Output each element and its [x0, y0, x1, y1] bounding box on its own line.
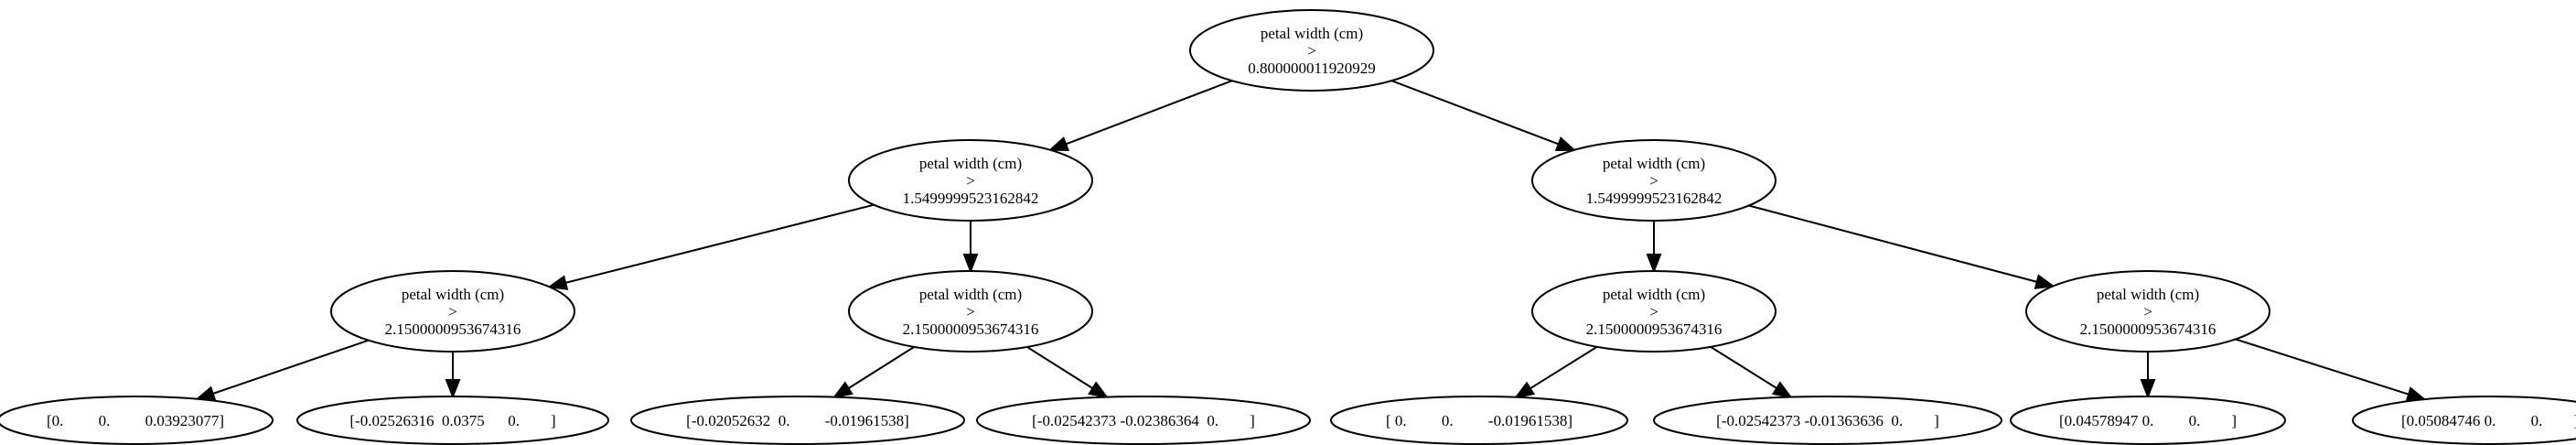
edge-line [212, 339, 370, 395]
leaf-value-label: [0. 0. 0.03923077] [47, 412, 224, 429]
split-node-root: petal width (cm)>0.800000011920929 [1189, 9, 1434, 92]
tree-edge-rl-to-rlr [1710, 346, 1793, 399]
leaf-value-label: [-0.02052632 0. -0.01961538] [686, 412, 909, 429]
leaf-node-lrr: [-0.02542373 -0.02386364 0. ] [976, 396, 1311, 445]
arrowhead-icon [1514, 381, 1536, 399]
threshold-value: 0.800000011920929 [1248, 60, 1376, 77]
leaf-value-label: [0.04578947 0. 0. ] [2059, 412, 2237, 429]
tree-edge-r-to-rl [1646, 221, 1662, 274]
edge-line [2235, 338, 2410, 396]
comparison-operator: > [1649, 303, 1658, 320]
leaf-value-label: [ 0. 0. -0.01961538] [1386, 412, 1572, 429]
split-node-l: petal width (cm)>1.5499999523162842 [848, 139, 1093, 222]
feature-label: petal width (cm) [1603, 286, 1705, 303]
tree-nodes: petal width (cm)>0.800000011920929petal … [0, 9, 2576, 445]
threshold-value: 2.1500000953674316 [2080, 320, 2216, 338]
split-node-rl: petal width (cm)>2.1500000953674316 [1531, 270, 1776, 353]
node-ellipse [1189, 9, 1434, 92]
feature-label: petal width (cm) [1261, 25, 1363, 42]
split-node-rr: petal width (cm)>2.1500000953674316 [2025, 270, 2270, 353]
node-ellipse [2025, 270, 2270, 353]
arrowhead-icon [962, 254, 979, 274]
leaf-value-label: [-0.02542373 -0.02386364 0. ] [1032, 412, 1255, 429]
arrowhead-icon [2034, 274, 2055, 289]
edge-line [847, 346, 915, 389]
arrowhead-icon [1646, 254, 1662, 274]
tree-edge-rr-to-rrl [2140, 352, 2156, 399]
arrowhead-icon [547, 275, 569, 290]
split-node-lr: petal width (cm)>2.1500000953674316 [848, 270, 1093, 353]
feature-label: petal width (cm) [919, 155, 1022, 172]
node-ellipse [0, 396, 274, 445]
node-ellipse [2010, 396, 2286, 445]
node-ellipse [848, 139, 1093, 222]
threshold-value: 1.5499999523162842 [903, 190, 1039, 207]
arrowhead-icon [1047, 136, 1070, 151]
feature-label: petal width (cm) [2097, 286, 2199, 303]
leaf-node-rll: [ 0. 0. -0.01961538] [1330, 396, 1628, 445]
leaf-node-rrl: [0.04578947 0. 0. ] [2010, 396, 2286, 445]
leaf-node-lll: [0. 0. 0.03923077] [0, 396, 274, 445]
edge-line [1391, 80, 1560, 146]
arrowhead-icon [1771, 381, 1793, 399]
node-ellipse [1531, 139, 1776, 222]
tree-edge-l-to-lr [962, 221, 979, 274]
node-ellipse [330, 270, 575, 353]
comparison-operator: > [448, 303, 457, 320]
feature-label: petal width (cm) [402, 286, 504, 303]
leaf-node-rlr: [-0.02542373 -0.01363636 0. ] [1653, 396, 2002, 445]
node-ellipse [630, 396, 965, 445]
feature-label: petal width (cm) [919, 286, 1022, 303]
node-ellipse [1330, 396, 1628, 445]
arrowhead-icon [2140, 379, 2156, 399]
edge-line [1026, 346, 1094, 389]
arrowhead-icon [445, 379, 461, 399]
leaf-value-label: [-0.02526316 0.0375 0. ] [349, 412, 555, 429]
tree-edge-root-to-r [1391, 80, 1577, 152]
leaf-value-label: [0.05084746 0. 0. ] [2401, 412, 2576, 429]
node-ellipse [848, 270, 1093, 353]
arrowhead-icon [1088, 381, 1110, 399]
edge-line [1530, 346, 1598, 390]
comparison-operator: > [1307, 42, 1316, 60]
tree-edge-ll-to-llr [445, 352, 461, 399]
tree-edge-rl-to-rll [1514, 346, 1598, 399]
tree-edge-lr-to-lrr [1026, 346, 1110, 399]
edge-line [1710, 346, 1777, 389]
node-ellipse [1531, 270, 1776, 353]
comparison-operator: > [2143, 303, 2152, 320]
node-ellipse [1653, 396, 2002, 445]
tree-edge-lr-to-lrl [832, 346, 915, 399]
leaf-value-label: [-0.02542373 -0.01363636 0. ] [1716, 412, 1939, 429]
tree-edge-ll-to-lll [195, 339, 370, 401]
leaf-node-lrl: [-0.02052632 0. -0.01961538] [630, 396, 965, 445]
node-ellipse [296, 396, 609, 445]
leaf-node-rrr: [0.05084746 0. 0. ] [2352, 396, 2576, 445]
tree-edge-l-to-ll [547, 203, 875, 290]
threshold-value: 1.5499999523162842 [1586, 190, 1723, 207]
node-ellipse [2352, 396, 2576, 445]
comparison-operator: > [966, 303, 975, 320]
threshold-value: 2.1500000953674316 [385, 320, 521, 338]
split-node-r: petal width (cm)>1.5499999523162842 [1531, 139, 1776, 222]
edge-line [1748, 204, 2038, 283]
tree-edge-r-to-rr [1748, 204, 2055, 289]
edge-line [564, 203, 875, 284]
split-node-ll: petal width (cm)>2.1500000953674316 [330, 270, 575, 353]
threshold-value: 2.1500000953674316 [903, 320, 1039, 338]
feature-label: petal width (cm) [1603, 155, 1705, 172]
comparison-operator: > [1649, 172, 1658, 190]
leaf-node-llr: [-0.02526316 0.0375 0. ] [296, 396, 609, 445]
comparison-operator: > [966, 172, 975, 190]
tree-edge-root-to-l [1047, 80, 1233, 151]
arrowhead-icon [195, 385, 217, 401]
arrowhead-icon [832, 381, 853, 399]
threshold-value: 2.1500000953674316 [1586, 320, 1723, 338]
arrowhead-icon [1554, 136, 1577, 152]
node-ellipse [976, 396, 1311, 445]
tree-edges [195, 80, 2427, 402]
edge-line [1065, 80, 1233, 146]
tree-edge-rr-to-rrr [2235, 338, 2427, 402]
